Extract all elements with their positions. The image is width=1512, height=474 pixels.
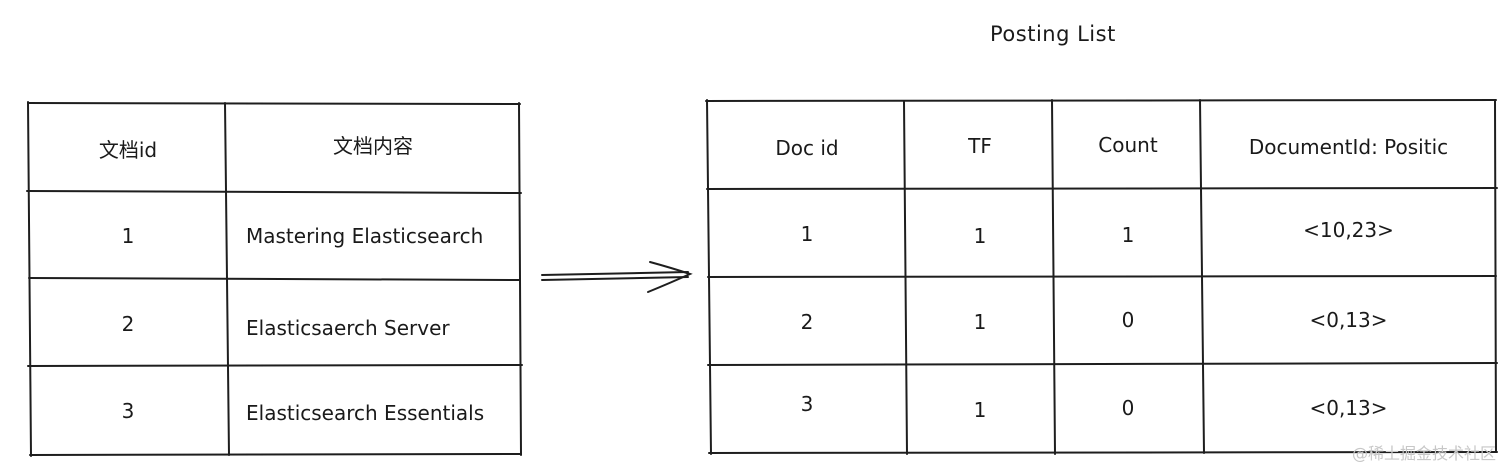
documents-row-2-id: 2 — [121, 312, 135, 336]
posting-header-positions: DocumentId: Positic — [1248, 135, 1449, 159]
documents-row-3-content: Elasticsearch Essentials — [246, 401, 485, 425]
posting-header-tf: TF — [968, 134, 992, 158]
documents-row-3-id: 3 — [121, 399, 135, 423]
posting-row-1-tf: 1 — [973, 224, 987, 248]
posting-header-doc-id: Doc id — [775, 136, 839, 160]
documents-row-1-id: 1 — [121, 224, 135, 248]
posting-row-3-positions: <0,13> — [1309, 396, 1388, 420]
posting-row-1-positions: <10,23> — [1303, 218, 1394, 242]
posting-row-1-count: 1 — [1121, 223, 1135, 247]
documents-row-2-content: Elasticsaerch Server — [246, 316, 450, 340]
posting-table-grid — [705, 99, 1498, 455]
posting-row-3-tf: 1 — [973, 398, 987, 422]
documents-header-content: 文档内容 — [333, 133, 413, 158]
diagram-title: Posting List — [990, 22, 1116, 46]
documents-table-grid — [26, 101, 523, 457]
posting-row-2-doc-id: 2 — [800, 310, 814, 334]
posting-row-3-count: 0 — [1121, 396, 1135, 420]
posting-row-2-positions: <0,13> — [1309, 308, 1388, 332]
posting-row-2-tf: 1 — [973, 310, 987, 334]
posting-row-3-doc-id: 3 — [800, 392, 814, 416]
posting-row-2-count: 0 — [1121, 308, 1135, 332]
posting-header-count: Count — [1098, 133, 1158, 157]
watermark: @稀土掘金技术社区 — [1352, 444, 1497, 463]
documents-header-id: 文档id — [98, 137, 158, 162]
arrow — [541, 261, 693, 293]
posting-row-1-doc-id: 1 — [800, 222, 814, 246]
documents-row-1-content: Mastering Elasticsearch — [246, 224, 484, 248]
